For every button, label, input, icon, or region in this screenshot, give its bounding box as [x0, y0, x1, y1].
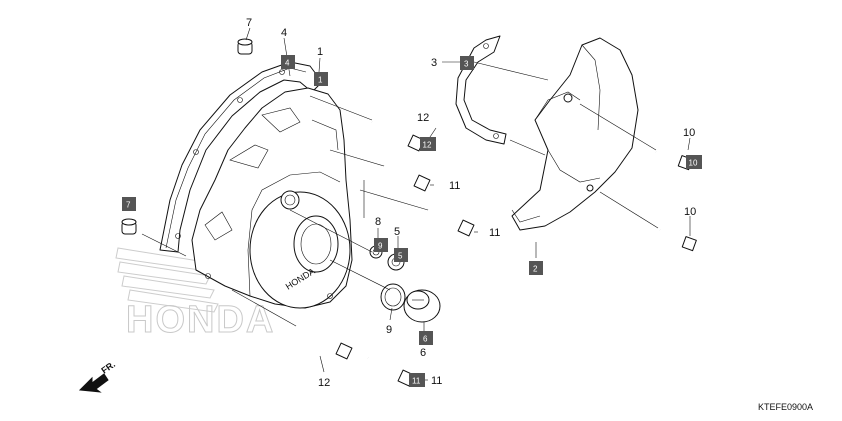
- callouts: 7 4 1 3 12 11 11 8 5 9 6 12 11 10 10: [246, 17, 696, 389]
- left-crankcase-cover: HONDA: [191, 87, 353, 309]
- tag-12: 12: [420, 137, 436, 151]
- callout-4: 4: [281, 27, 287, 39]
- tags: 4 1 3 12 7 9 5 6: [122, 55, 702, 387]
- front-arrow-icon: [78, 373, 109, 393]
- dowel-pin-upper: [237, 38, 253, 55]
- diagram-code: KTEFE0900A: [758, 402, 813, 412]
- front-label: FR.: [99, 359, 117, 376]
- tag-1: 1: [314, 72, 328, 86]
- tag-7: 7: [122, 197, 136, 211]
- svg-text:9: 9: [378, 242, 383, 251]
- generator-cover: [511, 37, 639, 231]
- callout-9: 9: [386, 324, 392, 336]
- svg-text:3: 3: [464, 60, 469, 69]
- callout-11-a: 11: [449, 180, 460, 192]
- callout-12-lower: 12: [318, 377, 330, 389]
- svg-text:6: 6: [423, 335, 428, 344]
- svg-text:4: 4: [285, 59, 290, 68]
- callout-12-upper: 12: [417, 112, 429, 124]
- svg-text:7: 7: [126, 201, 131, 210]
- callout-1: 1: [317, 46, 323, 58]
- callout-10-lower: 10: [684, 206, 696, 218]
- dowel-pin-lower: [121, 218, 137, 235]
- callout-5: 5: [394, 226, 400, 238]
- tag-6: 6: [419, 331, 433, 345]
- bolt-12-lower: [295, 325, 353, 360]
- callout-6: 6: [420, 347, 426, 359]
- callout-7: 7: [246, 17, 252, 29]
- callout-11-b: 11: [489, 227, 500, 239]
- tag-4: 4: [281, 55, 295, 69]
- svg-text:2: 2: [533, 265, 538, 274]
- callout-11-c: 11: [431, 375, 442, 387]
- bolt-10-lower: [659, 229, 697, 252]
- callout-8: 8: [375, 216, 381, 228]
- honda-watermark: HONDA: [115, 247, 275, 342]
- tag-3: 3: [460, 56, 474, 70]
- front-direction-indicator: FR.: [78, 359, 117, 393]
- tag-9: 9: [374, 238, 388, 252]
- svg-text:11: 11: [412, 377, 421, 386]
- tag-2: 2: [529, 261, 543, 275]
- tag-5: 5: [394, 248, 408, 262]
- tag-10: 10: [686, 155, 702, 169]
- tag-11: 11: [409, 373, 425, 387]
- bolt-12-upper: [371, 121, 425, 152]
- bolt-11-c: [367, 357, 415, 387]
- bolt-11-b: [427, 209, 475, 237]
- watermark-text: HONDA: [126, 299, 275, 341]
- svg-text:5: 5: [398, 252, 403, 261]
- svg-text:1: 1: [318, 76, 323, 85]
- svg-text:10: 10: [689, 159, 698, 168]
- callout-3: 3: [431, 57, 437, 69]
- cover-bracket: [455, 35, 507, 145]
- crankshaft-hole-cap: [403, 289, 441, 323]
- svg-text:12: 12: [423, 141, 432, 150]
- bolt-11-a: [383, 165, 431, 192]
- o-ring-large: [380, 283, 406, 311]
- callout-10-upper: 10: [683, 127, 695, 139]
